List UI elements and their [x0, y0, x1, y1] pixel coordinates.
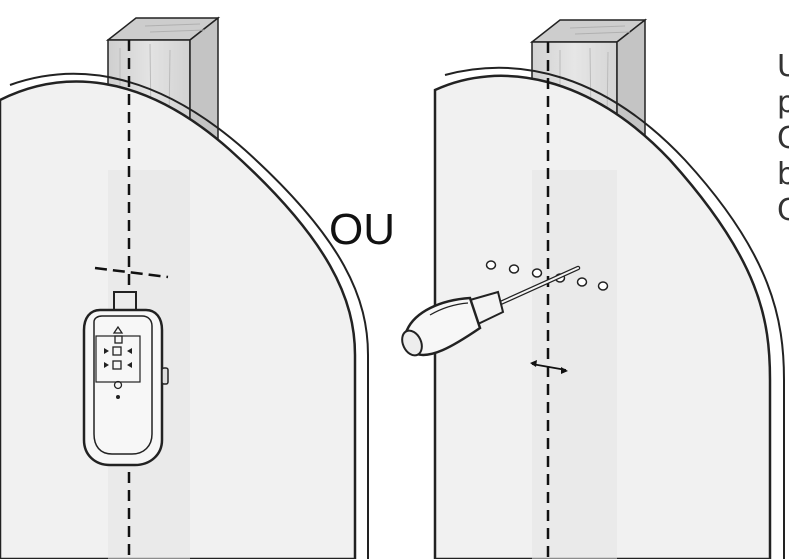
left-panel [0, 16, 369, 559]
edge-text-fragment: U [777, 49, 789, 84]
edge-text-fragment: C [777, 121, 789, 156]
right-edge-text: U p C b C [777, 49, 789, 228]
edge-text-fragment: b [777, 157, 789, 192]
arrow-right-square-arrow-left-icon [104, 360, 132, 370]
probe-hole [597, 281, 609, 291]
probe-hole [576, 277, 588, 287]
dot-icon [116, 395, 120, 399]
horizontal-mark-left [94, 266, 169, 279]
probe-hole [508, 264, 520, 274]
or-label: OU [329, 205, 395, 254]
edge-text-fragment: C [777, 193, 789, 228]
screwdriver-icon [401, 265, 581, 357]
probe-hole [531, 268, 543, 278]
square-icon [114, 335, 123, 344]
right-panel [401, 18, 785, 559]
edge-text-fragment: p [777, 85, 789, 120]
arrow-right-square-arrow-left-icon [104, 346, 132, 356]
wall-edge-left [9, 72, 369, 559]
circle-icon [113, 380, 123, 390]
stud-finder-device [82, 291, 169, 467]
arrow-up-icon [112, 325, 124, 334]
probe-holes [485, 260, 609, 291]
wall-edge-right [444, 66, 785, 559]
probe-hole [485, 260, 497, 270]
width-arrow-icon [530, 360, 568, 374]
